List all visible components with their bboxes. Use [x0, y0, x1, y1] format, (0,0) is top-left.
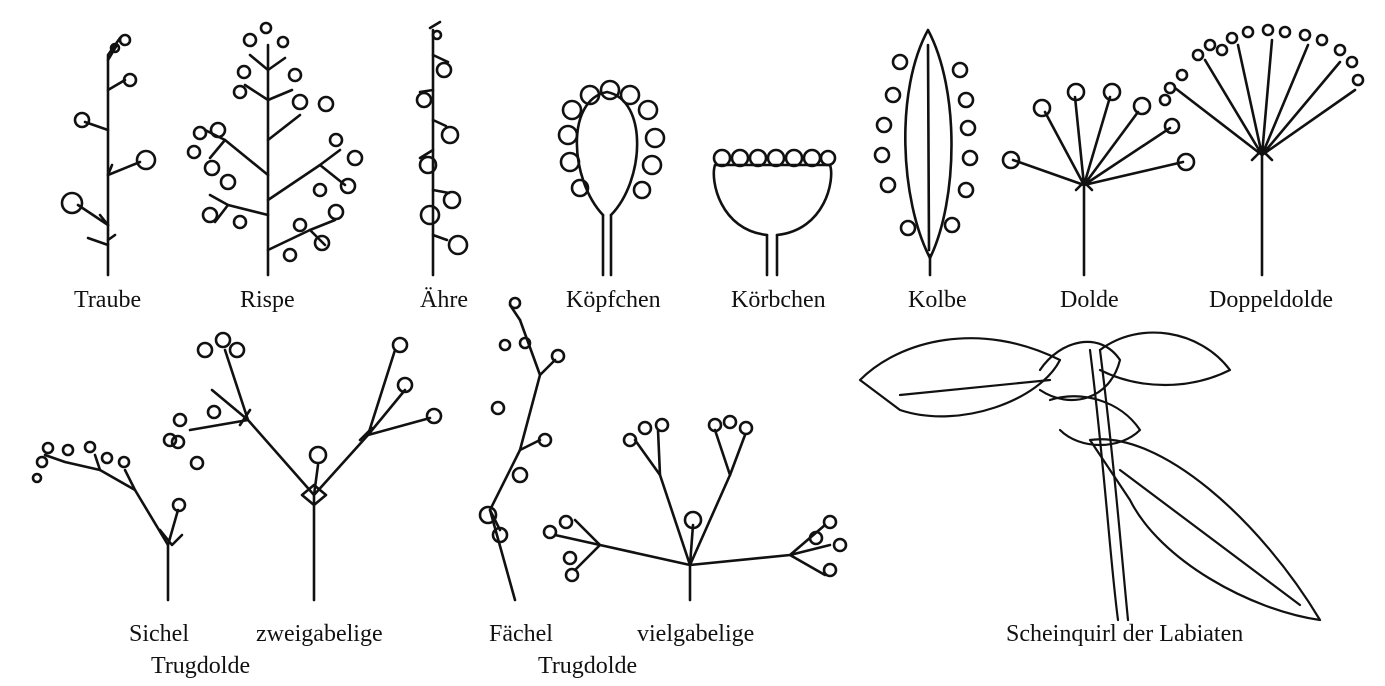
- sichel-drawing: [33, 442, 185, 600]
- label-doppeldolde: Doppeldolde: [1209, 286, 1333, 314]
- label-zweigabelige: zweigabelige: [256, 620, 383, 648]
- label-trugdolde-1: Trugdolde: [151, 652, 250, 680]
- label-vielgabelige: vielgabelige: [637, 620, 754, 648]
- label-scheinquirl: Scheinquirl der Labiaten: [1006, 620, 1243, 648]
- label-rispe: Rispe: [240, 286, 295, 314]
- label-sichel: Sichel: [129, 620, 189, 648]
- label-aehre: Ähre: [420, 286, 468, 314]
- doppeldolde-drawing: [1160, 25, 1363, 275]
- faechel-drawing: [480, 298, 564, 600]
- koepfchen-drawing: [559, 81, 664, 275]
- label-koerbchen: Körbchen: [731, 286, 826, 314]
- zweigabelige-trugdolde-drawing: [164, 333, 441, 600]
- scheinquirl-drawing: [860, 333, 1320, 620]
- rispe-drawing: [188, 23, 362, 275]
- label-koepfchen: Köpfchen: [566, 286, 661, 314]
- dolde-drawing: [1003, 84, 1194, 275]
- label-faechel: Fächel: [489, 620, 553, 648]
- vielgabelige-trugdolde-drawing: [544, 416, 846, 600]
- aehre-drawing: [417, 22, 467, 275]
- kolbe-drawing: [875, 30, 977, 275]
- koerbchen-drawing: [714, 150, 835, 275]
- traube-drawing: [62, 35, 155, 275]
- label-traube: Traube: [74, 286, 141, 314]
- label-dolde: Dolde: [1060, 286, 1119, 314]
- label-trugdolde-2: Trugdolde: [538, 652, 637, 680]
- label-kolbe: Kolbe: [908, 286, 967, 314]
